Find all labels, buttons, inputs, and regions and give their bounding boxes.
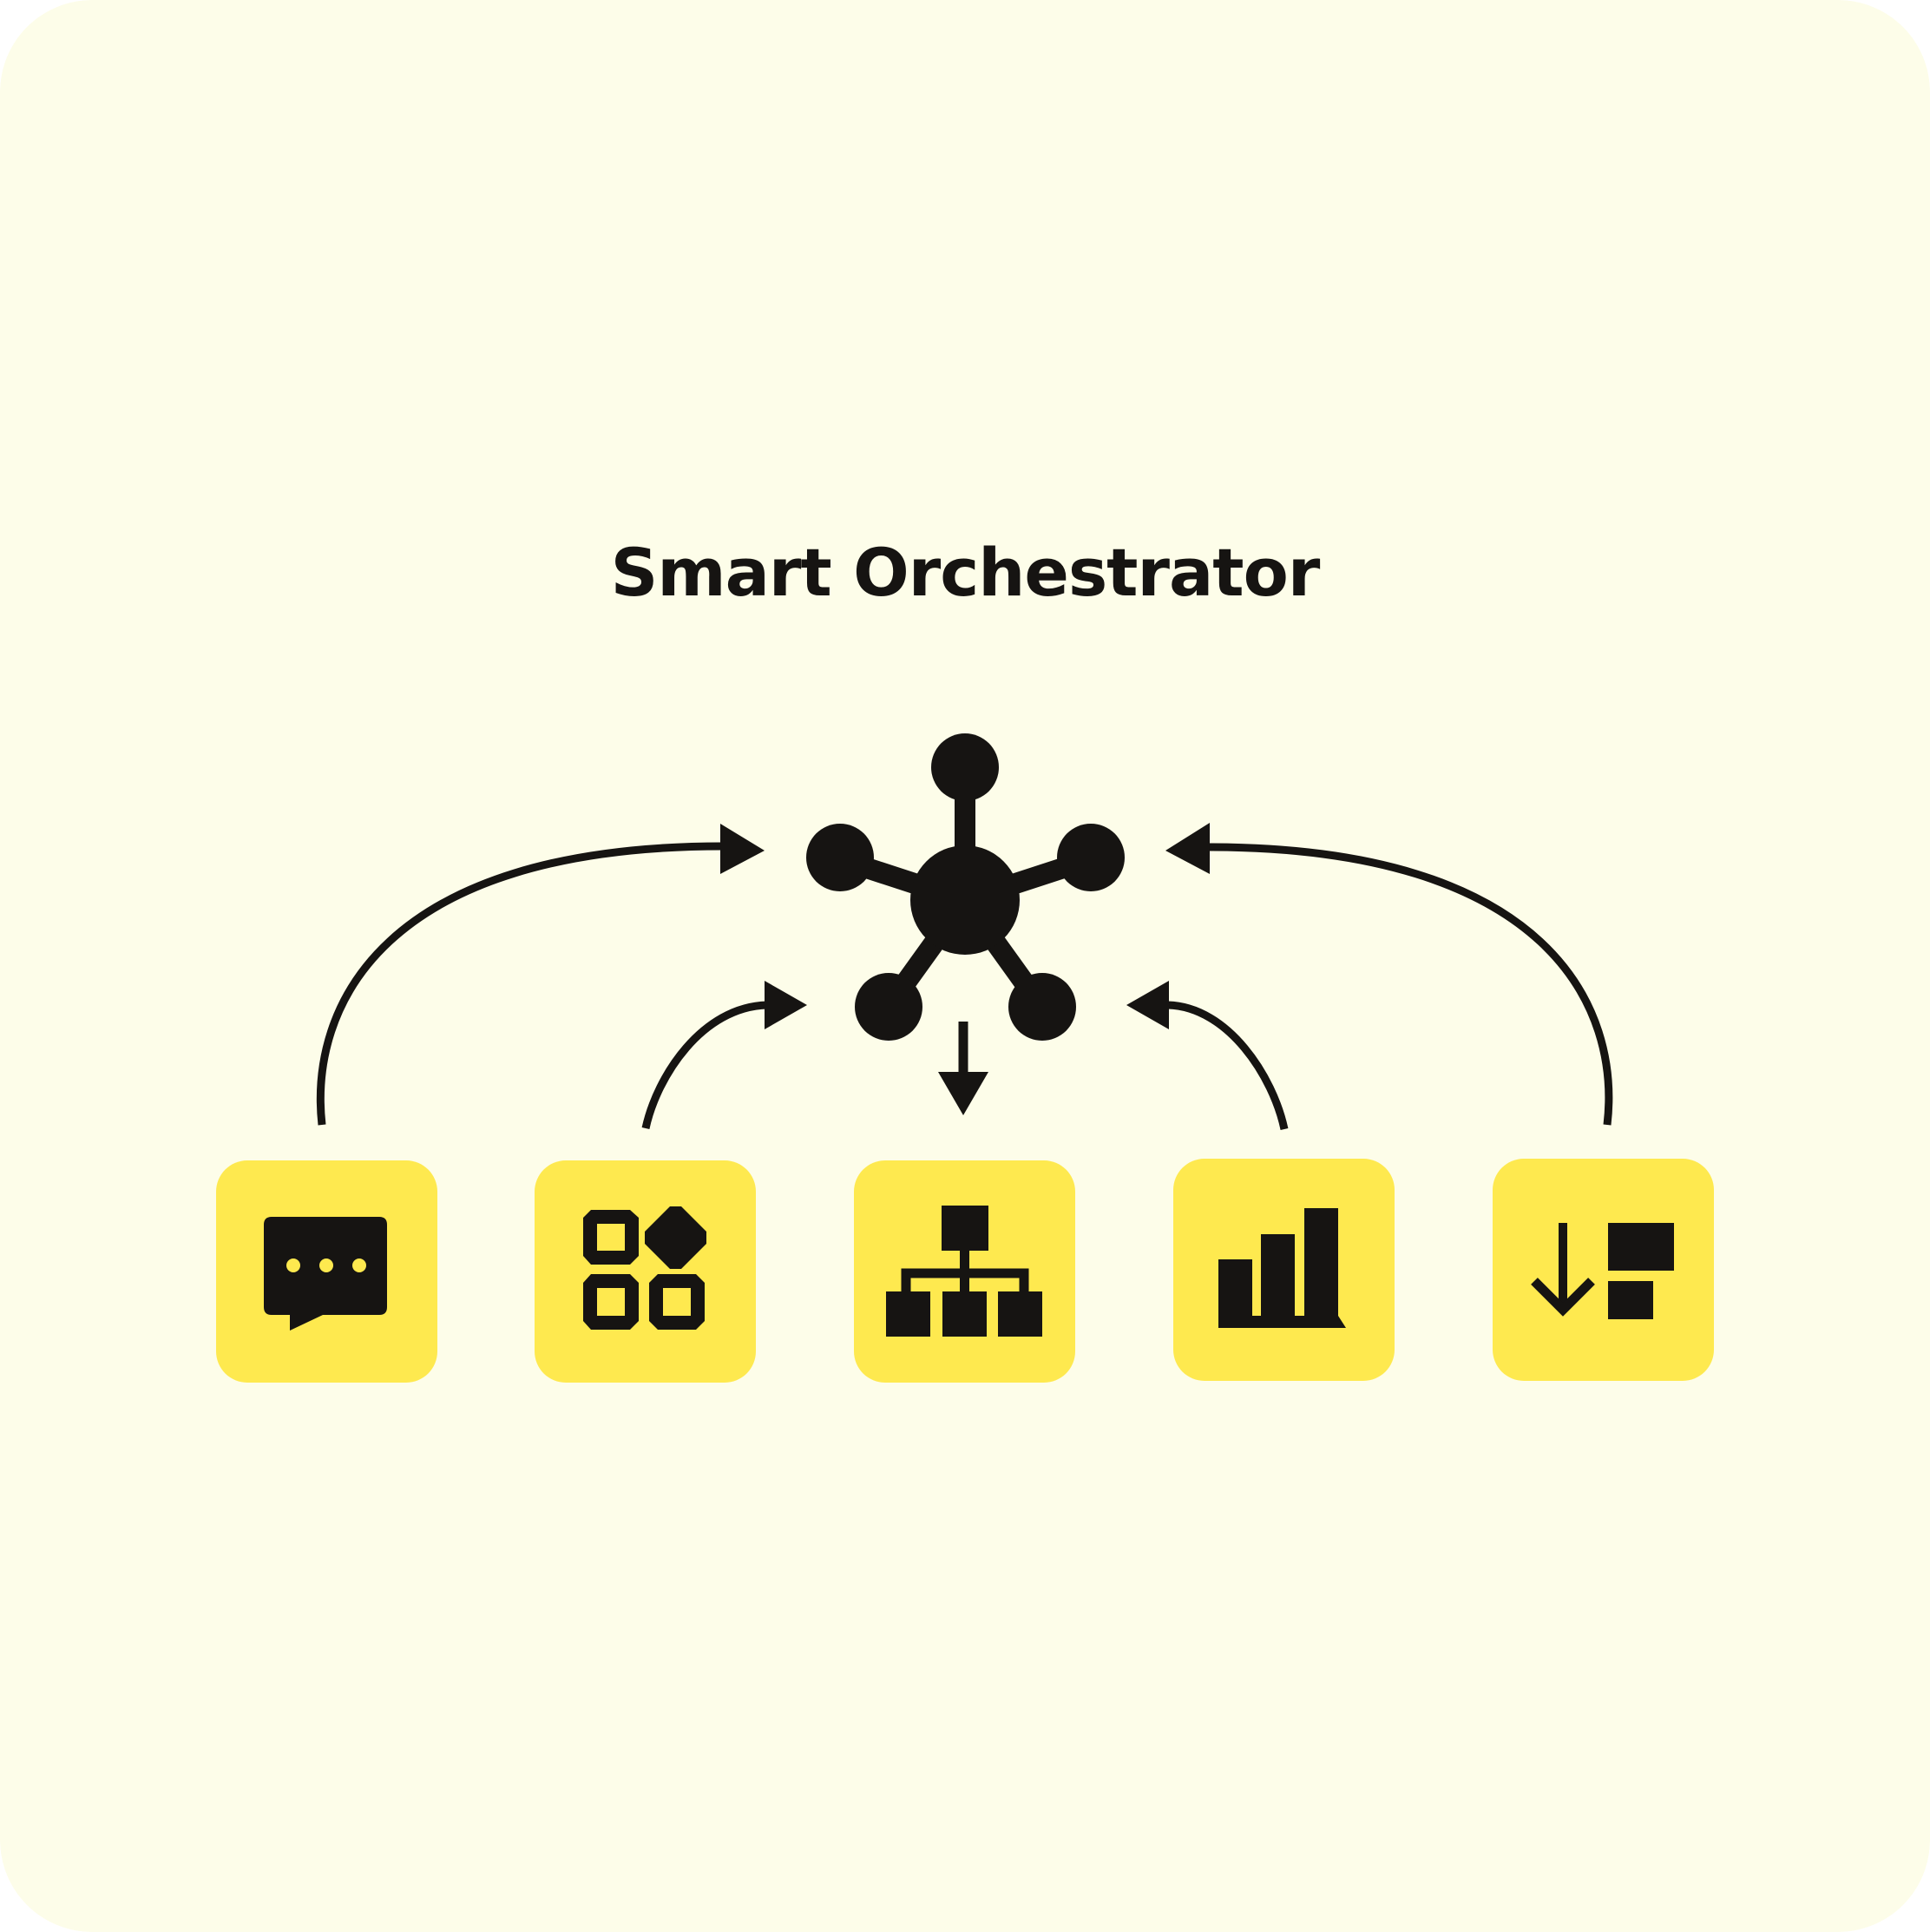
- hierarchy-tree-icon: [886, 1206, 1042, 1337]
- output-arrow: [938, 1022, 988, 1115]
- blocks-grid-icon: [583, 1206, 706, 1330]
- connector-arrow-chart: [1126, 981, 1289, 1130]
- diagram-title: Smart Orchestrator: [610, 534, 1321, 611]
- connector-arrow-chat: [316, 824, 765, 1126]
- connector-arrow-sort: [1165, 823, 1613, 1126]
- network-hub-icon: [806, 733, 1125, 1041]
- sort-down-list-icon: [1531, 1223, 1674, 1319]
- tool-card-blocks: [535, 1160, 756, 1383]
- bar-chart-icon: [1218, 1208, 1346, 1328]
- connector-arrow-blocks: [641, 981, 807, 1129]
- tool-card-sort: [1493, 1159, 1714, 1381]
- chat-bubble-icon: [264, 1217, 387, 1331]
